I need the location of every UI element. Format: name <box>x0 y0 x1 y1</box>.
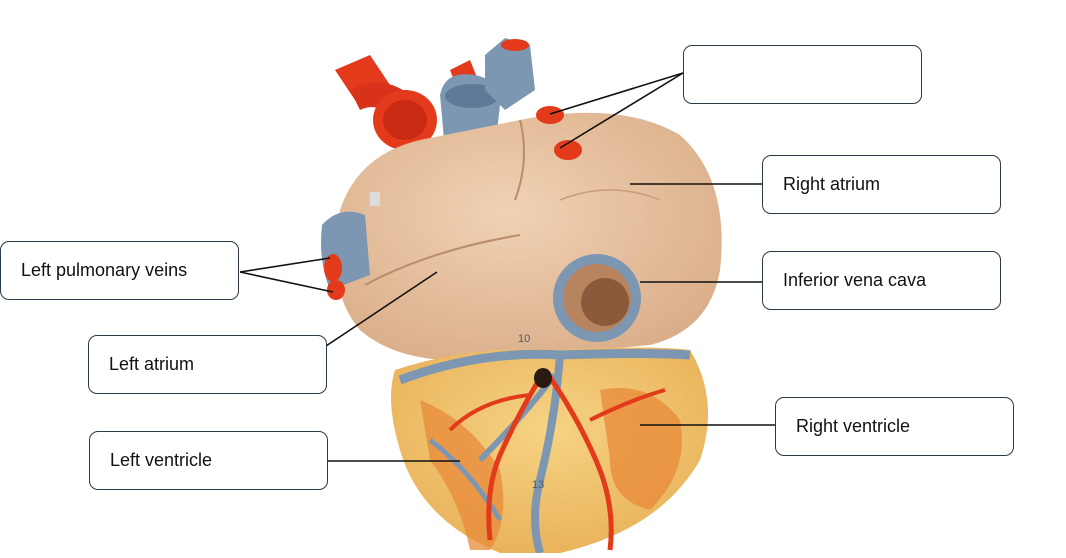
left-atrium-label: Left atrium <box>88 335 327 394</box>
inferior-vena-cava-label: Inferior vena cava <box>762 251 1001 310</box>
atria-body <box>335 112 722 361</box>
left-ventricle-label: Left ventricle <box>89 431 328 490</box>
great-vessels <box>335 38 535 150</box>
ventricles: 10 13 <box>391 333 708 555</box>
leader-left-atrium <box>325 271 438 347</box>
leader-left-pulmonary-upper <box>239 257 331 273</box>
right-atrium-label: Right atrium <box>762 155 1001 214</box>
model-mark-10: 10 <box>518 333 530 345</box>
model-mark-13: 13 <box>532 479 544 491</box>
superior-openings <box>536 106 582 160</box>
blank-label-box[interactable] <box>683 45 922 104</box>
inferior-vena-cava-opening <box>553 254 641 342</box>
left-pulmonary-veins-label: Left pulmonary veins <box>0 241 239 300</box>
left-pulmonary-vein-stubs <box>321 192 380 300</box>
leader-blank-1 <box>549 72 684 115</box>
leader-left-pulmonary-lower <box>239 271 334 293</box>
right-ventricle-label: Right ventricle <box>775 397 1014 456</box>
leader-lines <box>239 72 775 462</box>
leader-blank-2 <box>559 72 684 149</box>
